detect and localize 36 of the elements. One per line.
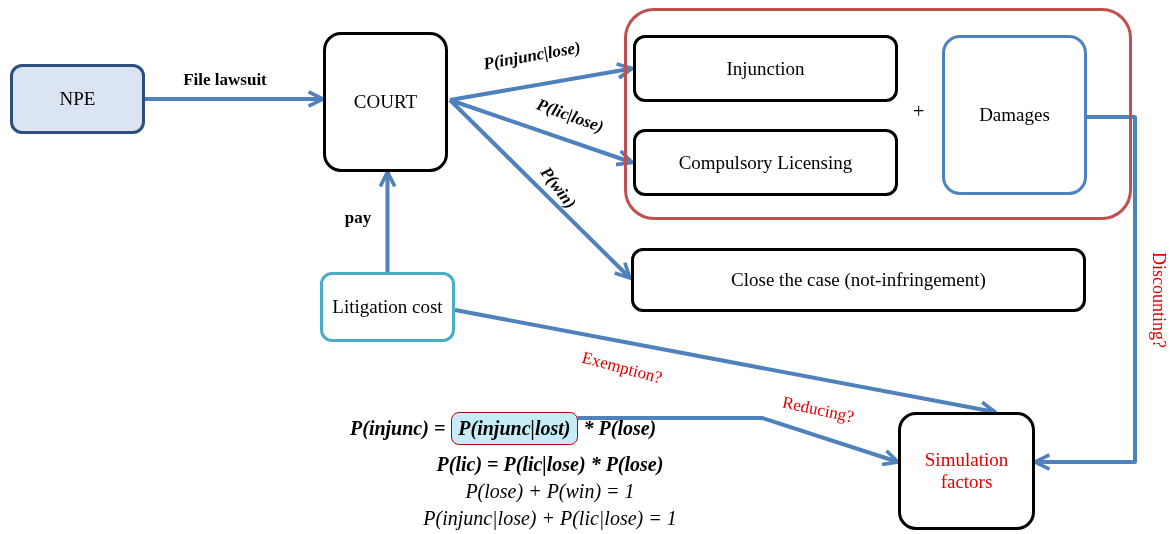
edge-label: Reducing? xyxy=(780,392,856,428)
outcome-group-box xyxy=(624,8,1132,220)
node-label: NPE xyxy=(59,88,96,110)
node-label: Damages xyxy=(979,104,1050,126)
damages-box xyxy=(942,35,1087,195)
node-label: Compulsory Licensing xyxy=(678,151,853,174)
arrow xyxy=(577,416,900,467)
node-label: Injunction xyxy=(726,57,805,80)
node-label: Simulation factors xyxy=(923,449,1010,493)
arrow xyxy=(448,98,632,280)
arrow xyxy=(449,62,634,102)
highlighted-term: P(injunc|lost) xyxy=(451,412,578,445)
node-label: Close the case (not-infringement) xyxy=(731,269,986,291)
node-label: Litigation cost xyxy=(332,296,443,318)
formula-text: P(injunc|lose) + P(lic|lose) = 1 xyxy=(422,508,678,528)
formula-text: P(lic) = P(lic|lose) * P(lose) xyxy=(435,454,665,474)
edge-label: pay xyxy=(344,208,372,228)
outcome-box xyxy=(631,248,1086,312)
edge-label: Discounting? xyxy=(1147,252,1169,348)
formula-text: * P(lose) xyxy=(583,417,657,440)
formula-text: P(lose) + P(win) = 1 xyxy=(464,481,636,501)
outcome-box xyxy=(633,35,898,102)
outcome-box xyxy=(633,129,898,196)
node-label: COURT xyxy=(353,91,418,113)
arrow xyxy=(1033,115,1137,471)
result-box xyxy=(898,412,1035,530)
arrow xyxy=(378,170,397,272)
formula-text: P(injunc) = xyxy=(350,417,446,440)
court-box xyxy=(323,32,448,172)
entity-box xyxy=(10,64,145,134)
arrow xyxy=(145,90,325,108)
cost-box xyxy=(320,272,455,342)
arrow xyxy=(449,98,634,167)
plus-sign: + xyxy=(913,100,925,123)
edge-label: File lawsuit xyxy=(183,70,267,90)
edge-label: P(injunc|lose) xyxy=(481,37,583,75)
